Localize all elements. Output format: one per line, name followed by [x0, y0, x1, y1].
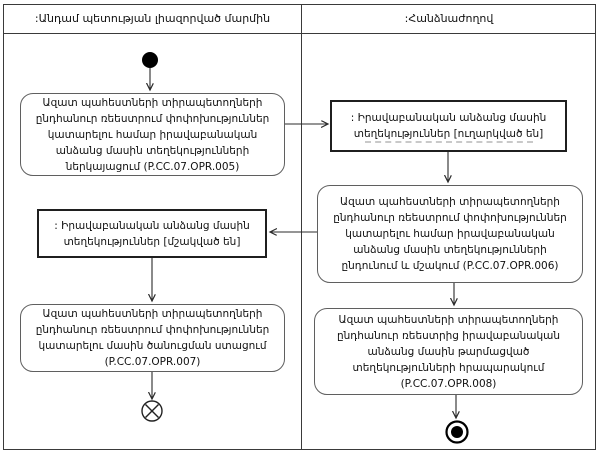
- object-node-info-sent: : Իրավաբանական անձանց մասին տեղեկություն…: [330, 100, 567, 152]
- faded-dashes-artifact: [365, 141, 533, 143]
- lane-header-separator: [3, 33, 596, 34]
- action-node-opr006: Ազատ պահեստների տիրապետողների ընդհանուր …: [317, 185, 583, 283]
- object-node-info-processed: : Իրավաբանական անձանց մասին տեղեկություն…: [37, 209, 267, 258]
- action-node-opr007: Ազատ պահեստների տիրապետողների ընդհանուր …: [20, 304, 285, 372]
- lane-title-commission: :Հանձնաժողով: [404, 12, 494, 25]
- lane-title-authorized-body: :Անդամ պետության լիազորված մարմին: [34, 12, 271, 25]
- action-node-opr008: Ազատ պահեստների տիրապետողների ընդհանուր …: [314, 308, 583, 395]
- action-node-opr005: Ազատ պահեստների տիրապետողների ընդհանուր …: [20, 93, 285, 176]
- swimlane-divider: [301, 4, 302, 450]
